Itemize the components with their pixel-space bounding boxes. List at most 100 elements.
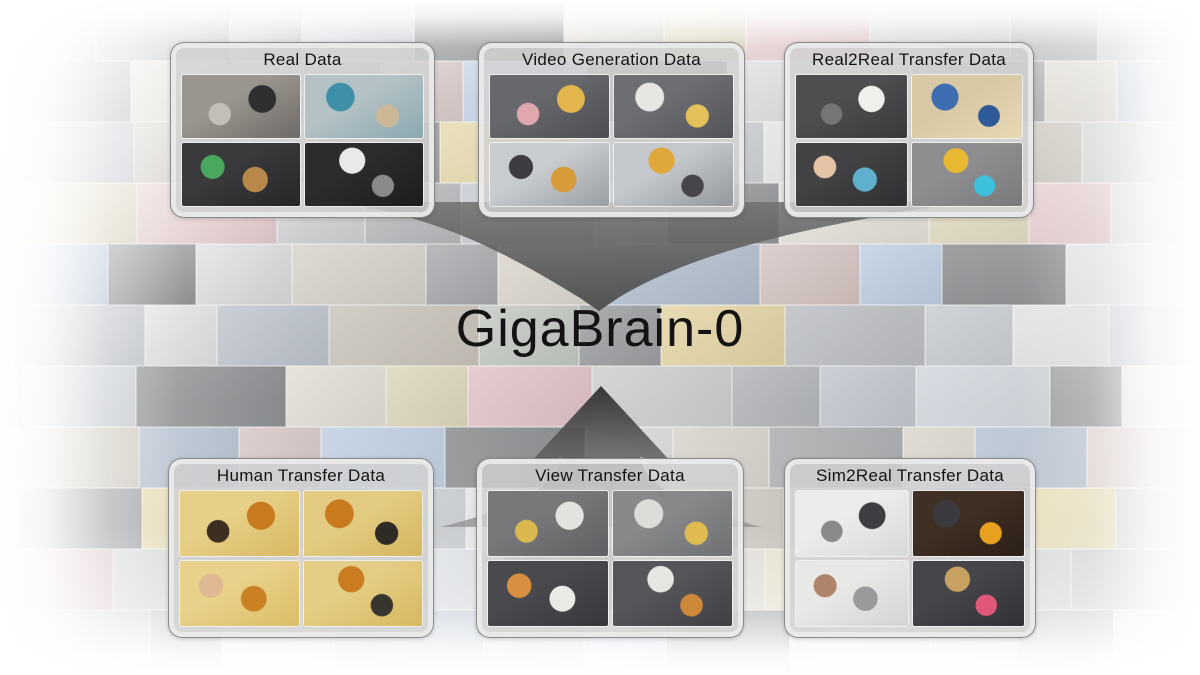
collage-tile (1114, 610, 1200, 671)
collage-tile (286, 366, 386, 427)
basket-plates-table-1-photo (490, 75, 609, 139)
dual-arm-blue-bins-photo (305, 75, 423, 139)
photo-grid (180, 491, 422, 626)
blue-cloth-table-photo (911, 75, 1022, 139)
collage-tile (0, 427, 139, 488)
collage-tile (0, 183, 13, 244)
hand-orange-bag-2-photo (180, 561, 299, 626)
collage-tile (29, 671, 141, 675)
collage-tile (292, 244, 426, 305)
basin-plates-top-view-1-photo (488, 491, 608, 557)
arms-fold-cloth-photo (305, 143, 423, 206)
collage-row (0, 244, 1200, 305)
photo-grid (796, 75, 1022, 206)
gripper-orange-bag-2-photo (303, 561, 422, 626)
arms-lift-box-photo (182, 143, 300, 206)
gripper-orange-bag-1-photo (303, 491, 422, 557)
cups-gray-table-photo (911, 143, 1022, 206)
collage-tile (386, 366, 468, 427)
collage-tile (592, 366, 732, 427)
collage-tile (1071, 549, 1200, 610)
collage-tile (610, 244, 760, 305)
collage-tile (1050, 366, 1122, 427)
panel-title: Video Generation Data (522, 50, 701, 69)
panel-view-transfer-data: View Transfer Data (476, 458, 744, 638)
collage-tile (860, 244, 942, 305)
real-coffee-machine-photo (912, 491, 1024, 557)
collage-tile (597, 671, 737, 675)
collage-tile (1055, 671, 1127, 675)
collage-tile (0, 549, 113, 610)
collage-tile (921, 671, 1055, 675)
panel-title: Real Data (263, 50, 342, 69)
panel-title: Sim2Real Transfer Data (815, 466, 1004, 485)
collage-tile (136, 366, 286, 427)
collage-tile (732, 366, 820, 427)
collage-tile (498, 244, 610, 305)
photo-grid (796, 491, 1024, 626)
basin-plates-top-view-2-photo (612, 491, 732, 557)
collage-tile (1082, 122, 1200, 183)
panel-title: Human Transfer Data (216, 466, 386, 485)
collage-tile (473, 671, 597, 675)
basket-plates-table-2-photo (614, 75, 733, 139)
collage-tile (1029, 183, 1111, 244)
collage-tile (1098, 0, 1194, 61)
collage-tile (0, 671, 29, 675)
panel-title: View Transfer Data (535, 466, 685, 485)
collage-tile (1122, 366, 1200, 427)
panel-real2real-transfer-data: Real2Real Transfer Data (784, 42, 1034, 218)
panel-human-transfer-data: Human Transfer Data (168, 458, 434, 638)
collage-tile (16, 610, 150, 671)
collage-tile (737, 671, 825, 675)
collage-tile (0, 0, 96, 61)
basket-side-view-2-photo (612, 561, 732, 626)
collage-tile (291, 671, 391, 675)
photo-grid (488, 491, 732, 626)
collage-tile (1194, 0, 1200, 61)
collage-tile (1045, 61, 1117, 122)
collage-tile (391, 671, 473, 675)
collage-tile (13, 183, 137, 244)
sim-coffee-machine-photo (796, 491, 908, 557)
collage-tile (0, 366, 24, 427)
collage-tile (760, 244, 860, 305)
collage-tile (820, 366, 916, 427)
real-wooden-box-photo (912, 561, 1024, 626)
collage-tile (24, 366, 136, 427)
panel-title: Real2Real Transfer Data (812, 50, 1006, 69)
collage-tile (0, 244, 108, 305)
sim-sink-box-photo (796, 561, 908, 626)
collage-tile (1117, 61, 1200, 122)
collage-tile (1116, 488, 1200, 549)
collage-tile (1034, 488, 1116, 549)
panel-real-data: Real Data (170, 42, 435, 218)
photo-grid (490, 75, 733, 206)
panel-video-generation-data: Video Generation Data (478, 42, 745, 218)
collage-tile (468, 366, 592, 427)
photo-grid (182, 75, 423, 206)
basket-side-view-1-photo (488, 561, 608, 626)
hand-orange-bag-1-photo (180, 491, 299, 557)
dual-arm-fridge-photo (182, 75, 300, 139)
collage-row (0, 671, 1200, 675)
collage-tile (1111, 183, 1200, 244)
collage-tile (18, 488, 142, 549)
collage-tile (1066, 244, 1200, 305)
collage-tile (0, 61, 19, 122)
collage-tile (825, 671, 921, 675)
collage-tile (0, 488, 18, 549)
collage-tile (19, 61, 131, 122)
collage-tile (108, 244, 196, 305)
collage-tile (942, 244, 1066, 305)
cup-plate-dark-table-photo (796, 143, 907, 206)
collage-tile (0, 122, 134, 183)
panel-sim2real-transfer-data: Sim2Real Transfer Data (784, 458, 1036, 638)
stove-sponge-2-photo (614, 143, 733, 206)
collage-tile (916, 366, 1050, 427)
collage-row (0, 366, 1200, 427)
stove-sponge-1-photo (490, 143, 609, 206)
collage-tile (0, 610, 16, 671)
figure-title: GigaBrain-0 (455, 300, 745, 358)
